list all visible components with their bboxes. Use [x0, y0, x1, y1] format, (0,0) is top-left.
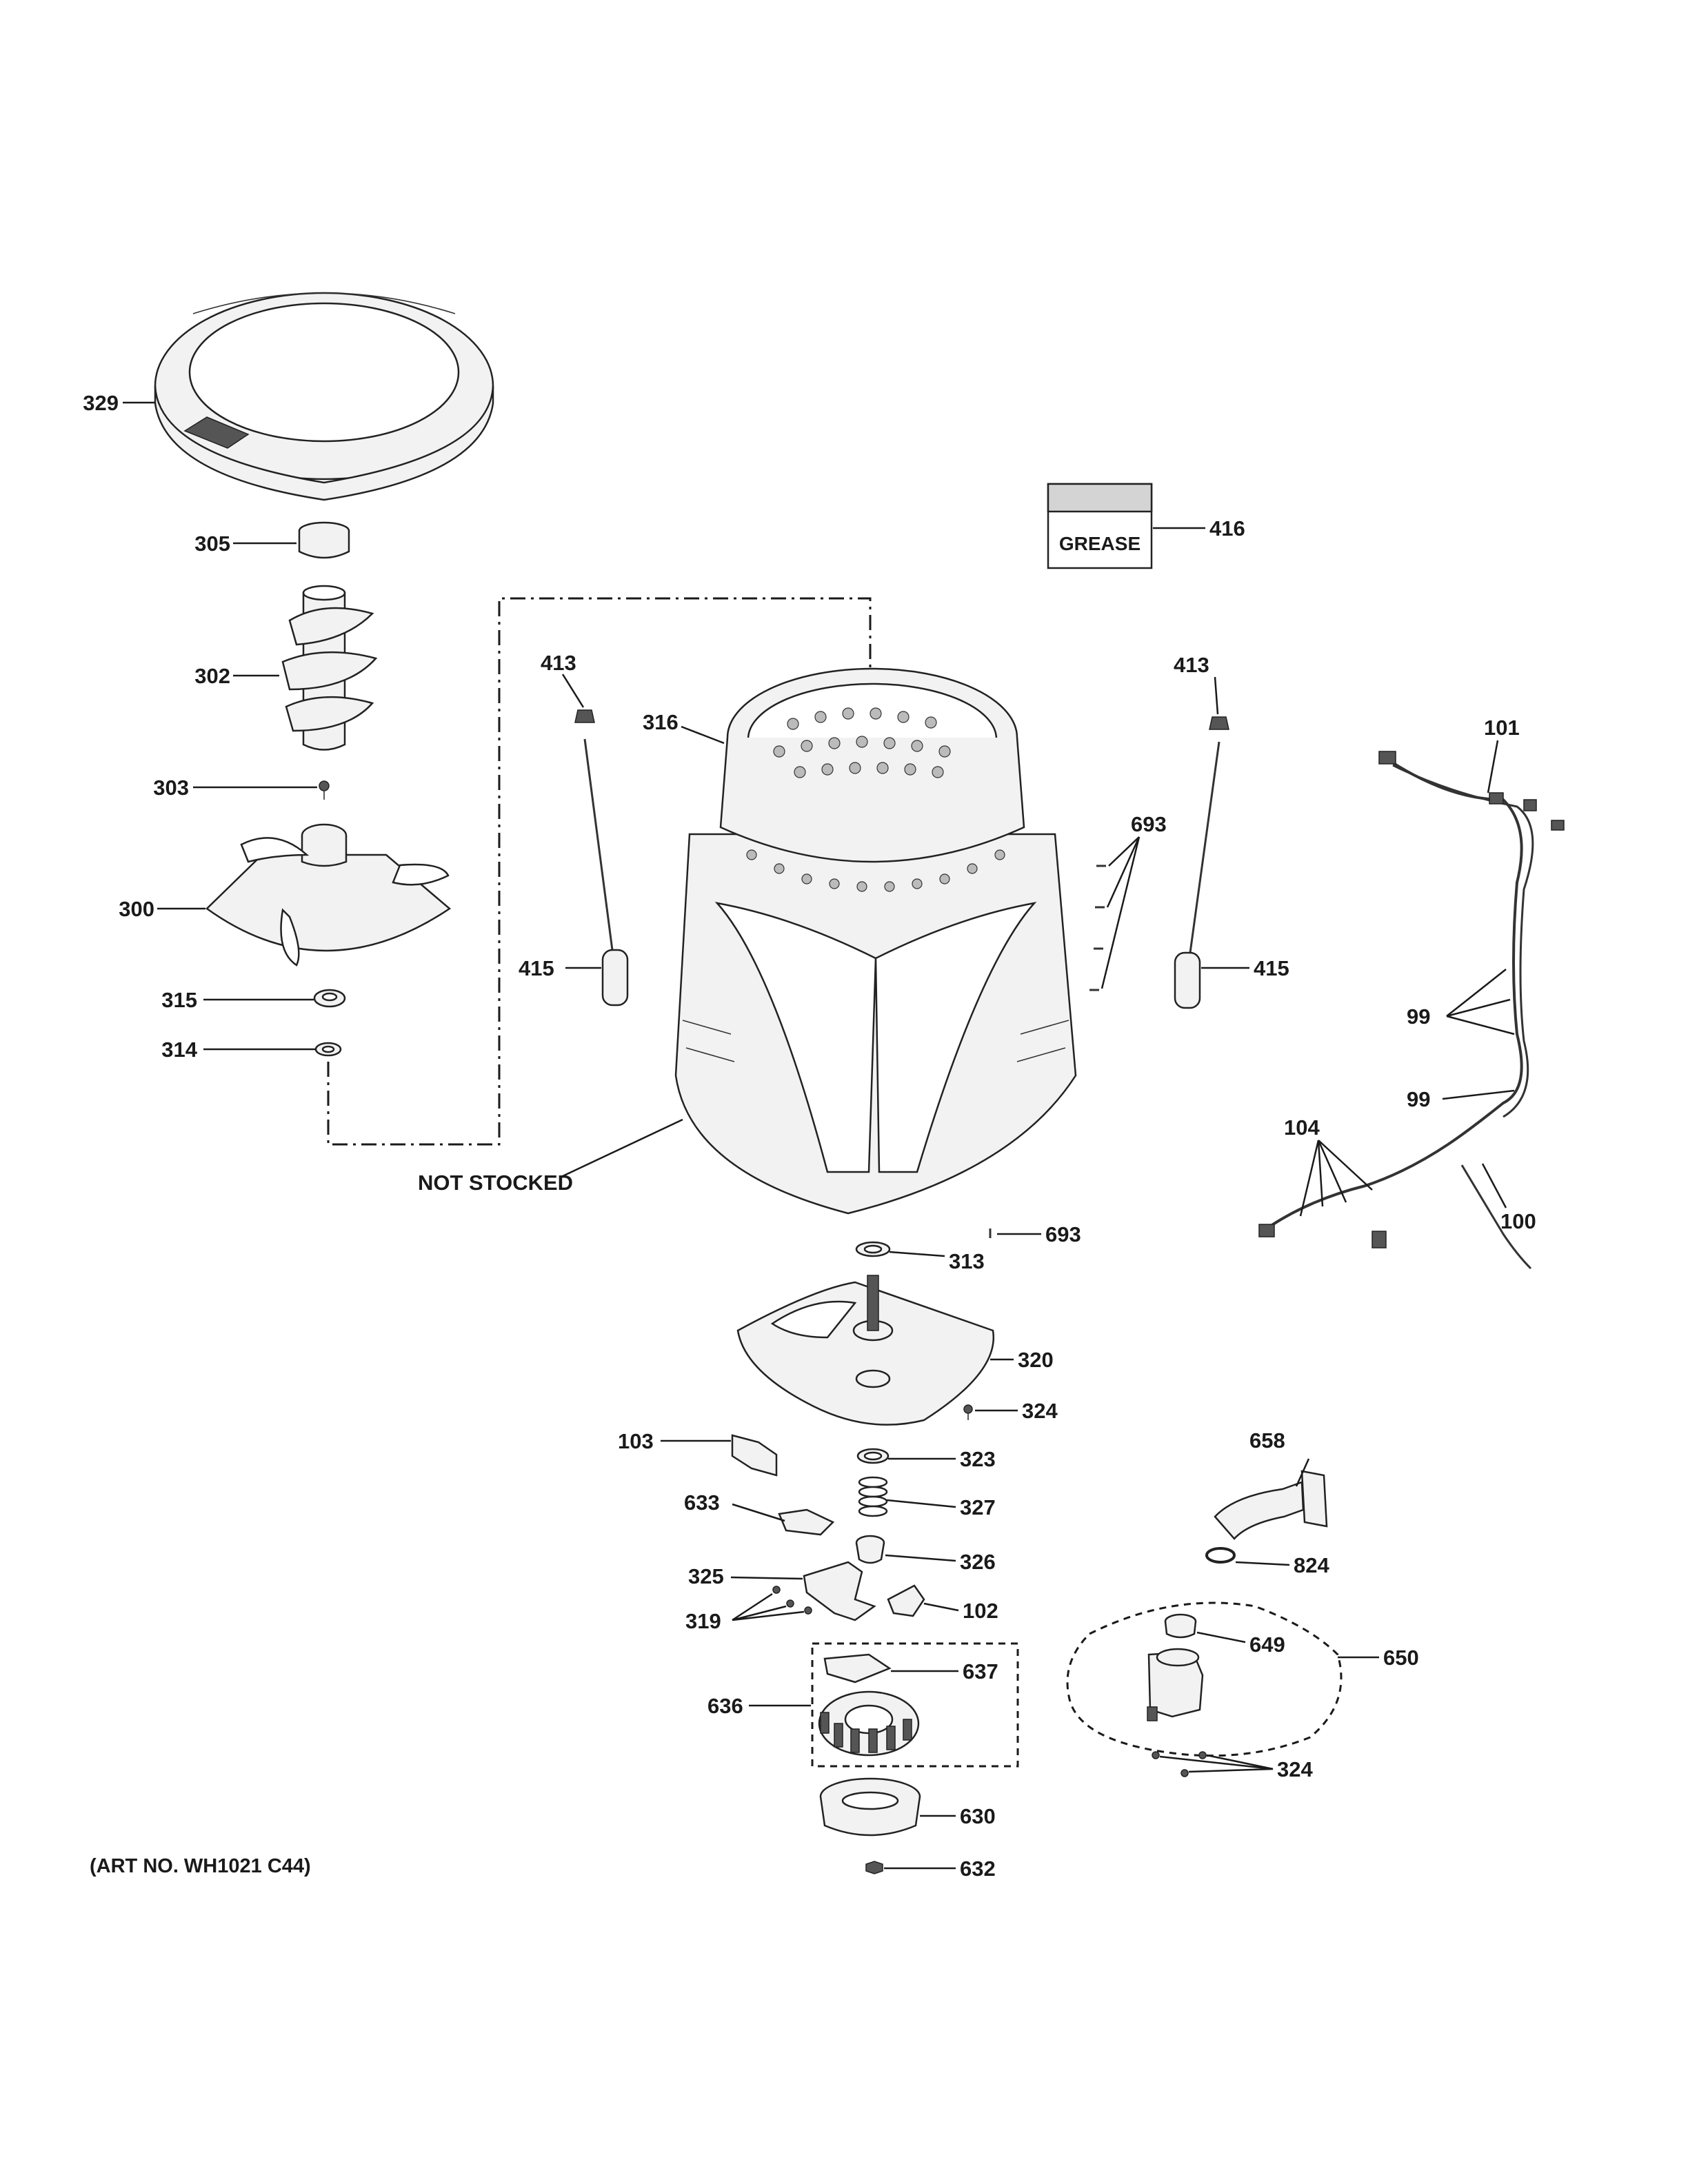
part-303-bolt[interactable]	[319, 780, 330, 800]
callout-324-bottom: 324	[1277, 1757, 1313, 1781]
part-314-washer[interactable]	[314, 1042, 342, 1057]
part-316-wash-basket[interactable]	[674, 667, 1077, 1215]
part-325-shifter[interactable]	[803, 1561, 876, 1621]
callout-99-top: 99	[1407, 1004, 1430, 1029]
part-693-screws[interactable]	[1089, 865, 1106, 991]
part-315-nut[interactable]	[313, 989, 346, 1008]
part-649-pump-cap[interactable]	[1164, 1613, 1197, 1639]
callout-99-mid: 99	[1407, 1087, 1430, 1111]
callout-300: 300	[119, 897, 154, 921]
callout-693-bottom: 693	[1045, 1222, 1081, 1246]
callout-100: 100	[1500, 1209, 1536, 1233]
part-319-screws[interactable]	[772, 1586, 812, 1615]
callout-325: 325	[688, 1564, 724, 1588]
part-630-rotor[interactable]	[819, 1777, 921, 1837]
callout-313: 313	[949, 1249, 985, 1273]
motor-assembly-box	[811, 1642, 1019, 1768]
pump-assembly-outline	[1066, 1601, 1343, 1757]
callout-102: 102	[963, 1599, 998, 1623]
part-637-rotor-sensor[interactable]	[823, 1653, 892, 1684]
callout-101: 101	[1484, 716, 1520, 740]
callout-415-left: 415	[519, 956, 554, 980]
part-324-screw-mid[interactable]	[963, 1404, 973, 1420]
part-323-seal[interactable]	[856, 1448, 890, 1464]
callout-319: 319	[685, 1609, 721, 1633]
part-313-washer[interactable]	[855, 1241, 891, 1257]
assembly-path-line	[327, 597, 872, 1146]
part-650-drain-pump[interactable]	[1147, 1648, 1204, 1721]
callout-693-top: 693	[1131, 812, 1167, 836]
callout-326: 326	[960, 1550, 996, 1574]
part-416-grease[interactable]: GREASE	[1047, 483, 1153, 569]
callout-305: 305	[194, 532, 230, 556]
part-103-bracket[interactable]	[731, 1434, 778, 1477]
callout-630: 630	[960, 1804, 996, 1828]
part-632-nut[interactable]	[865, 1861, 883, 1874]
callout-416: 416	[1209, 516, 1245, 540]
part-324-screws-bottom[interactable]	[1152, 1751, 1207, 1777]
callout-327: 327	[960, 1495, 996, 1519]
callout-314: 314	[161, 1038, 197, 1062]
callout-320: 320	[1018, 1348, 1054, 1372]
part-327-spring[interactable]	[858, 1476, 888, 1517]
callout-632: 632	[960, 1857, 996, 1881]
art-number: (ART NO. WH1021 C44)	[90, 1855, 311, 1877]
callout-315: 315	[161, 988, 197, 1012]
part-320-mounting-plate[interactable]	[736, 1275, 995, 1426]
callout-316: 316	[643, 710, 679, 734]
part-636-stator[interactable]	[818, 1690, 920, 1757]
callout-633: 633	[684, 1490, 720, 1515]
callout-650: 650	[1383, 1646, 1419, 1670]
part-300-impeller[interactable]	[205, 823, 452, 967]
part-413-left-rod-top[interactable]	[574, 709, 595, 723]
part-305-cap[interactable]	[298, 521, 350, 559]
callout-649: 649	[1249, 1632, 1285, 1657]
part-302-auger[interactable]	[281, 585, 378, 751]
not-stocked-label: NOT STOCKED	[418, 1171, 573, 1195]
part-415-right-rod[interactable]	[1174, 741, 1220, 1009]
part-658-drain-hose[interactable]	[1214, 1470, 1328, 1540]
callout-413-left: 413	[541, 651, 576, 675]
callout-302: 302	[194, 664, 230, 688]
part-824-clamp[interactable]	[1205, 1547, 1236, 1564]
grease-label: GREASE	[1059, 533, 1141, 554]
part-329-lid-ring[interactable]	[154, 292, 494, 501]
callout-104: 104	[1284, 1115, 1320, 1140]
callout-415-right: 415	[1254, 956, 1289, 980]
callout-323: 323	[960, 1447, 996, 1471]
callout-413-right: 413	[1174, 653, 1209, 677]
part-413-right-rod-top[interactable]	[1209, 716, 1229, 730]
callout-824: 824	[1294, 1553, 1329, 1577]
part-100-wire-harness[interactable]	[1258, 751, 1565, 1270]
part-102-clip[interactable]	[887, 1584, 925, 1617]
part-415-left-rod[interactable]	[583, 738, 629, 1007]
callout-103: 103	[618, 1429, 654, 1453]
callout-636: 636	[707, 1694, 743, 1718]
callout-637: 637	[963, 1659, 998, 1684]
callout-324-mid: 324	[1022, 1399, 1058, 1423]
callout-658: 658	[1249, 1428, 1285, 1453]
part-633-sensor-bracket[interactable]	[778, 1508, 835, 1536]
callout-329: 329	[83, 391, 119, 415]
part-326-coupling[interactable]	[855, 1535, 885, 1564]
callout-303: 303	[153, 776, 189, 800]
